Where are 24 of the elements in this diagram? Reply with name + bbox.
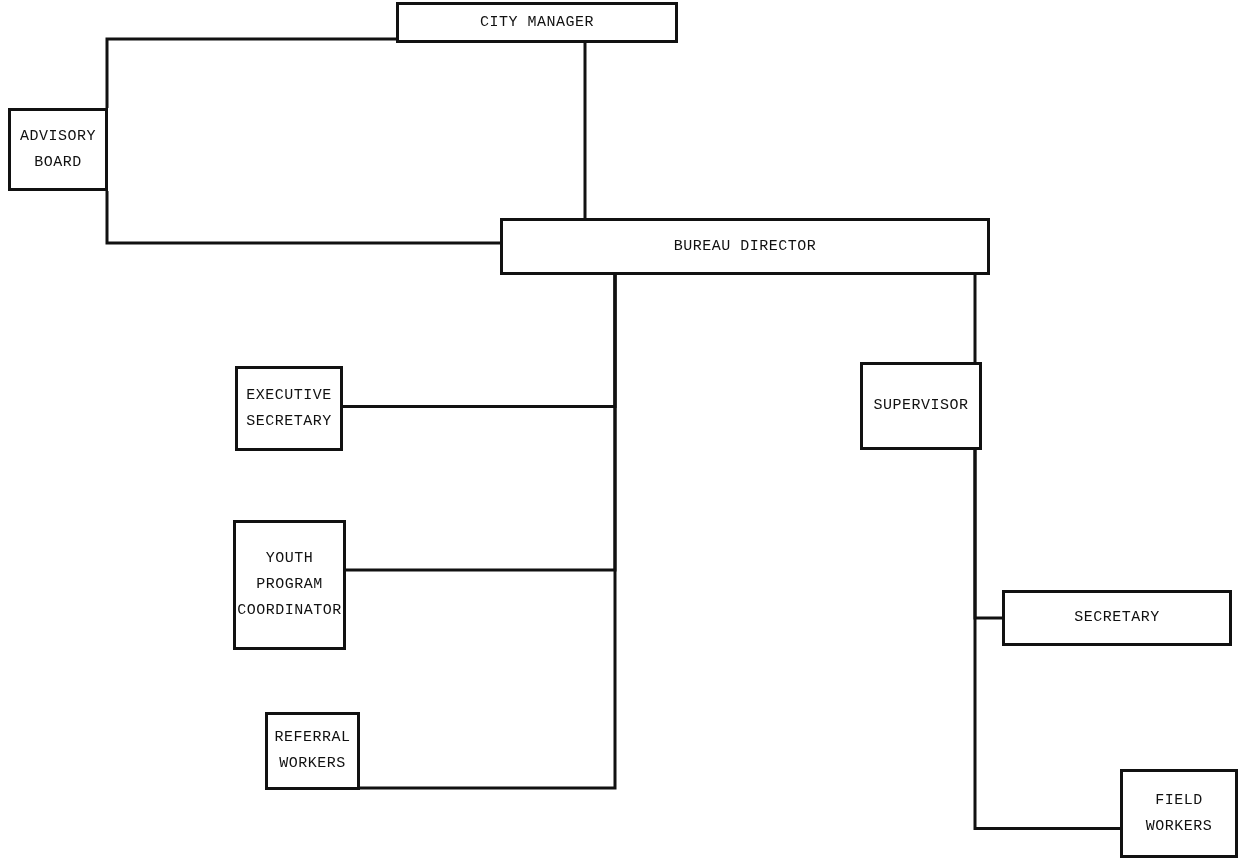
box-label: EXECUTIVE SECRETARY bbox=[245, 385, 333, 432]
box-label: FIELD WORKERS bbox=[1144, 790, 1214, 837]
org-box bbox=[235, 366, 343, 451]
org-box bbox=[860, 362, 982, 450]
org-box bbox=[396, 2, 678, 43]
connector-line bbox=[973, 275, 977, 362]
org-box bbox=[8, 108, 108, 191]
connector-line bbox=[360, 275, 617, 790]
box-label: REFERRAL WORKERS bbox=[274, 728, 351, 774]
connector-line bbox=[973, 450, 1120, 830]
box-label: ADVISORY BOARD bbox=[19, 126, 97, 173]
connector-line bbox=[105, 191, 500, 245]
box-label: SUPERVISOR bbox=[873, 396, 969, 416]
box-label: BUREAU DIRECTOR bbox=[673, 236, 817, 257]
org-box bbox=[1002, 590, 1232, 646]
connector-line bbox=[583, 43, 587, 218]
box-label: CITY MANAGER bbox=[480, 12, 594, 33]
org-box bbox=[265, 712, 360, 790]
box-label: YOUTH PROGRAM COORDINATOR bbox=[237, 549, 342, 621]
org-box bbox=[233, 520, 346, 650]
connector-line bbox=[105, 37, 396, 108]
org-box bbox=[500, 218, 990, 275]
box-label: SECRETARY bbox=[1074, 608, 1160, 628]
org-box bbox=[1120, 769, 1238, 858]
